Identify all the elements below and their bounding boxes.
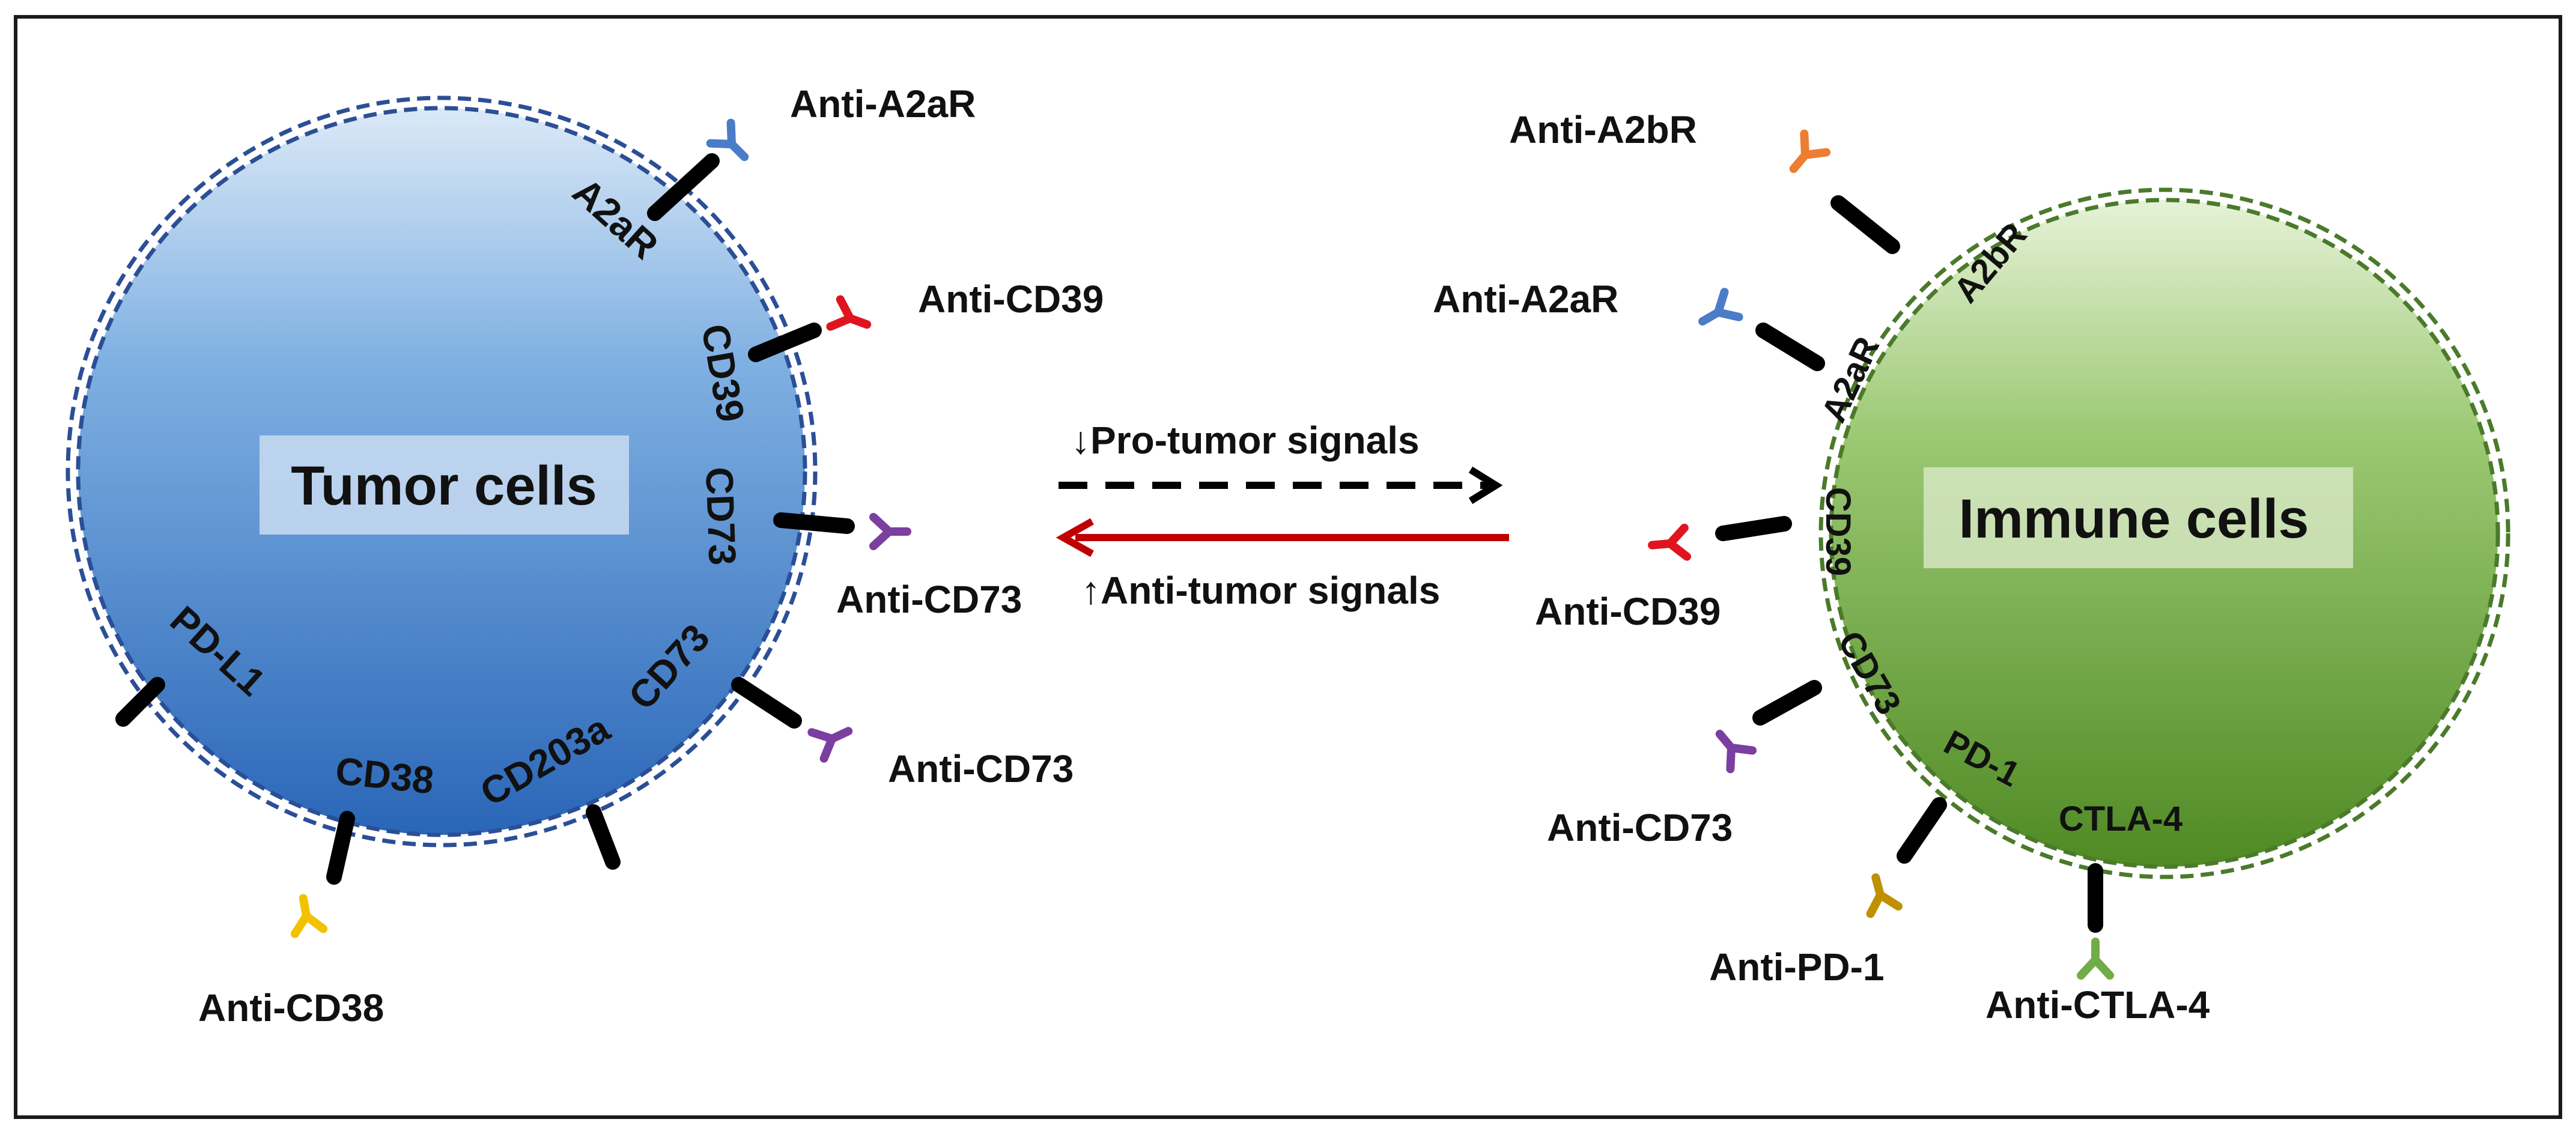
tumor-cd73-mid-label: CD73: [697, 466, 744, 566]
tumor-anti-cd39-label: Anti-CD39: [918, 277, 1104, 321]
tumor-pdl1-bar: [115, 677, 165, 727]
pro-tumor-arrow: [1059, 466, 1503, 505]
anti-tumor-signals-label: ↑Anti-tumor signals: [1081, 569, 1440, 612]
immune-cell-membrane-outer: [1818, 187, 2511, 879]
tumor-cd203a-bar: [586, 804, 621, 870]
tumor-cd38-bar: [326, 811, 355, 885]
immune-anti-a2br-label: Anti-A2bR: [1509, 108, 1697, 151]
immune-cell: Immune cells: [1818, 187, 2511, 879]
tumor-a2ar-bar: [647, 153, 720, 221]
anti-tumor-arrow: [1056, 518, 1509, 557]
immune-title-box: [1924, 467, 2353, 568]
immune-cd73-bar: [1752, 680, 1822, 726]
tumor-anti-a2ar-label: Anti-A2aR: [790, 82, 976, 126]
immune-cd39-bar: [1715, 516, 1792, 541]
tumor-cd38-label: CD38: [333, 749, 436, 802]
tumor-cell: Tumor cells: [65, 96, 818, 847]
tumor-cd73-low-bar: [731, 677, 802, 729]
immune-receptors: [1715, 195, 2103, 933]
immune-pd1-bar: [1897, 797, 1947, 864]
immune-cd39-label: CD39: [1818, 487, 1858, 576]
tumor-anti-cd73-low-label: Anti-CD73: [888, 747, 1074, 790]
tumor-title: Tumor cells: [291, 455, 597, 517]
tumor-cell-membrane-outer: [65, 96, 818, 847]
tumor-cell-membrane-inner: [76, 106, 807, 837]
tumor-receptors: [115, 153, 855, 885]
tumor-cd39-bar: [748, 323, 822, 362]
immune-anti-cd73-label: Anti-CD73: [1547, 806, 1733, 849]
immune-a2ar-bar: [1755, 323, 1825, 371]
immune-anti-ctla4-label: Anti-CTLA-4: [1985, 983, 2210, 1026]
immune-ctla4-label: CTLA-4: [2059, 799, 2183, 838]
immune-anti-a2ar-label: Anti-A2aR: [1433, 277, 1618, 321]
tumor-anti-cd38-label: Anti-CD38: [198, 986, 384, 1029]
tumor-anti-cd73-mid-label: Anti-CD73: [836, 578, 1022, 621]
immune-title: Immune cells: [1959, 488, 2309, 550]
tumor-cd73-mid-bar: [773, 512, 855, 534]
immune-anti-cd39-label: Anti-CD39: [1535, 590, 1721, 633]
immune-a2br-bar: [1830, 195, 1900, 254]
immune-anti-pd1-label: Anti-PD-1: [1709, 945, 1885, 989]
immune-cell-membrane-inner: [1829, 198, 2500, 869]
pro-tumor-signals-label: ↓Pro-tumor signals: [1071, 419, 1420, 462]
tumor-title-box: [260, 435, 629, 535]
